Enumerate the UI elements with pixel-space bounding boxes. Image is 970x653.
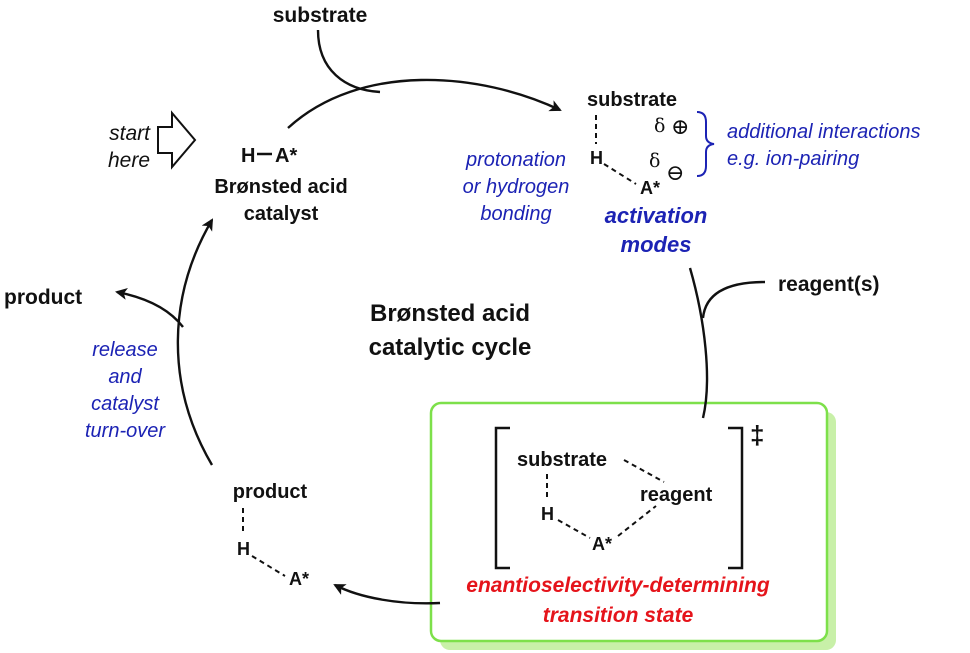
- ts-a: A*: [592, 534, 612, 554]
- protonation-line2: or hydrogen: [463, 176, 570, 198]
- release-line3: catalyst: [91, 393, 160, 415]
- catalyst-label-line2: catalyst: [244, 203, 319, 225]
- additional-interactions-brace: [696, 111, 715, 177]
- ts-right-bracket: [728, 426, 744, 570]
- arrow-catalyst-to-activation: [287, 78, 562, 129]
- start-here-arrow-icon: [157, 110, 197, 170]
- substrate-in-label: substrate: [273, 4, 368, 27]
- arrow-product-out: [115, 288, 184, 328]
- arrow-substrate-in: [316, 29, 381, 94]
- ts-caption-line1: enantioselectivity-determining: [466, 574, 770, 597]
- release-line4: turn-over: [85, 420, 166, 442]
- product-complex-h: H: [237, 539, 250, 559]
- catalyst-h: H: [241, 145, 255, 167]
- product-out-label: product: [4, 286, 82, 309]
- product-complex-product: product: [233, 481, 308, 503]
- ts-a-reagent-bond: [617, 505, 657, 537]
- activation-delta-plus: δ: [654, 115, 665, 137]
- arrow-product-complex-to-catalyst: [176, 218, 214, 466]
- catalyst-label-line1: Brønsted acid: [214, 176, 347, 198]
- ts-left-bracket: [494, 426, 510, 570]
- product-complex-a: A*: [289, 569, 309, 589]
- activation-substrate: substrate: [587, 89, 677, 111]
- release-line2: and: [108, 366, 142, 388]
- activation-modes-line1: activation: [605, 203, 708, 228]
- ts-h: H: [541, 504, 554, 524]
- start-label-line1: start: [109, 122, 151, 145]
- arrow-activation-to-ts: [688, 267, 709, 419]
- cycle-title-line1: Brønsted acid: [370, 300, 530, 327]
- start-label-line2: here: [108, 149, 150, 172]
- ts-double-dagger: ‡: [750, 420, 764, 450]
- ts-reagent: reagent: [640, 484, 713, 506]
- protonation-line3: bonding: [480, 203, 551, 225]
- activation-h-a-bond: [603, 163, 637, 185]
- ts-substrate: substrate: [517, 449, 607, 471]
- ts-h-a-bond: [557, 519, 591, 539]
- ts-substrate-reagent-bond: [623, 459, 665, 483]
- cycle-title-line2: catalytic cycle: [369, 334, 532, 361]
- activation-modes-line2: modes: [621, 232, 692, 257]
- additional-interactions-line2: e.g. ion-pairing: [727, 148, 859, 170]
- release-line1: release: [92, 339, 158, 361]
- catalyst-a: A*: [275, 145, 297, 167]
- activation-h: H: [590, 148, 603, 168]
- protonation-line1: protonation: [465, 149, 566, 171]
- arrow-reagent-in: [701, 280, 766, 319]
- activation-delta-minus: δ: [649, 150, 660, 172]
- ts-caption-line2: transition state: [543, 604, 694, 627]
- ts-box: [429, 401, 829, 643]
- additional-interactions-line1: additional interactions: [727, 121, 920, 143]
- minus-charge-icon: ⊖: [666, 161, 684, 186]
- reagents-in-label: reagent(s): [778, 273, 880, 296]
- plus-charge-icon: ⊕: [671, 115, 689, 140]
- activation-a: A*: [640, 178, 660, 198]
- arrow-ts-to-product-complex: [333, 583, 441, 605]
- product-complex-h-a-bond: [251, 555, 286, 577]
